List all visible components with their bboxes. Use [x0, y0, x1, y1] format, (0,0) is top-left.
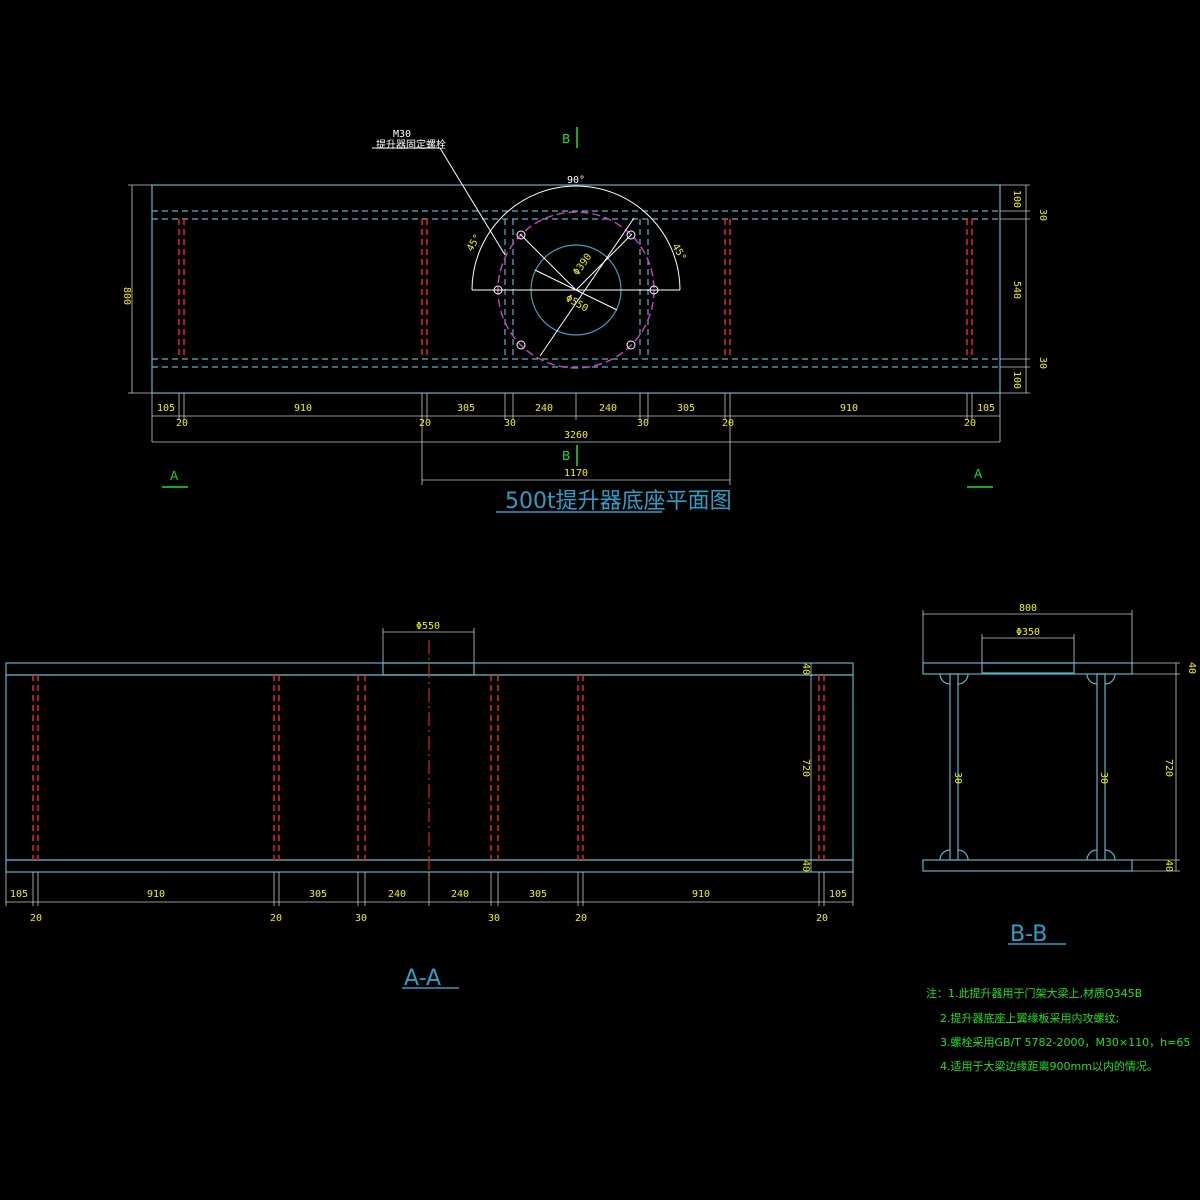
leader-label-2: 提升器固定螺栓 — [376, 138, 446, 151]
plan-small-dim-6: 20 — [964, 418, 976, 429]
aa-bottom-dim-5: 240 — [451, 889, 469, 900]
angle-top-label: 90° — [567, 175, 585, 186]
dia-label-1: Φ390 — [571, 252, 594, 278]
plan-outline — [151, 184, 1001, 394]
aa-right-dim-1: 40 — [800, 663, 811, 675]
plan-view: 90° 45° 45° Φ390 Φ550 M30 提升器固定螺栓 B B A … — [121, 127, 1048, 514]
aa-bottom-dim-6: 305 — [529, 889, 547, 900]
plan-right-dim-1: 100 — [1011, 190, 1022, 208]
notes: 注：1.此提升器用于门架大梁上,材质Q345B 2.提升器底座上翼缘板采用内攻螺… — [926, 986, 1190, 1073]
bolt-holes — [493, 230, 659, 350]
note-line-2: 2.提升器底座上翼缘板采用内攻螺纹; — [940, 1011, 1119, 1025]
bb-title: B-B — [1010, 922, 1047, 947]
plan-bottom-dim-7: 910 — [840, 403, 858, 414]
plan-height-dim: 800 — [121, 287, 132, 305]
dia-label-2: Φ550 — [564, 293, 590, 315]
bb-top-flange — [922, 662, 1133, 675]
aa-bottom-dim-3: 305 — [309, 889, 327, 900]
aa-small-dim-5: 20 — [575, 913, 587, 924]
bb-right-dim-3: 40 — [1163, 860, 1174, 872]
aa-small-dim-4: 30 — [488, 913, 500, 924]
aa-ribs — [32, 675, 825, 860]
angle-right-label: 45° — [669, 242, 688, 263]
bb-web-right — [1096, 673, 1106, 861]
plan-ribs — [178, 219, 973, 359]
bb-web-left-dim: 30 — [952, 772, 963, 784]
section-mark-a-right: A — [974, 467, 983, 481]
plan-title: 500t提升器底座平面图 — [505, 489, 732, 514]
aa-right-dim-2: 720 — [800, 759, 811, 777]
section-mark-a-left: A — [170, 469, 179, 483]
aa-small-dim-6: 20 — [816, 913, 828, 924]
section-mark-b-top: B — [562, 132, 570, 146]
aa-small-dim-3: 30 — [355, 913, 367, 924]
plan-mid-width: 1170 — [564, 468, 588, 479]
section-aa: Φ550 40 720 40 105 910 305 240 — [5, 621, 854, 991]
aa-bottom-dim-2: 910 — [147, 889, 165, 900]
aa-bottom-dim-1: 105 — [10, 889, 28, 900]
plan-small-dim-2: 20 — [419, 418, 431, 429]
plan-bottom-dim-5: 240 — [599, 403, 617, 414]
bb-boss — [981, 662, 1075, 674]
angle-arc — [471, 185, 681, 291]
plan-small-dim-4: 30 — [637, 418, 649, 429]
plan-bottom-dim-6: 305 — [677, 403, 695, 414]
plan-bottom-dim-4: 240 — [535, 403, 553, 414]
leader-label-1: M30 — [393, 129, 411, 140]
bb-bottom-flange — [922, 859, 1133, 872]
aa-bottom-dim-8: 105 — [829, 889, 847, 900]
aa-title: A-A — [404, 966, 441, 991]
plan-bottom-dim-3: 305 — [457, 403, 475, 414]
section-bb: 800 Φ350 30 30 40 720 40 B-B — [922, 603, 1197, 947]
plan-right-dim-3: 540 — [1011, 281, 1022, 299]
note-line-3: 3.螺栓采用GB/T 5782-2000，M30×110，h=65 — [940, 1035, 1190, 1049]
aa-bottom-dim-7: 910 — [692, 889, 710, 900]
aa-small-dim-1: 20 — [30, 913, 42, 924]
bb-top-dim: 800 — [1019, 603, 1037, 614]
plan-bottom-dim-2: 910 — [294, 403, 312, 414]
section-mark-b-bottom: B — [562, 449, 570, 463]
bb-right-dim-2: 720 — [1163, 759, 1174, 777]
aa-small-dim-2: 20 — [270, 913, 282, 924]
bb-web-left — [949, 673, 959, 861]
plan-total-width: 3260 — [564, 430, 588, 441]
plan-right-dim-4: 30 — [1037, 357, 1048, 369]
angle-left-label: 45° — [465, 232, 484, 253]
bb-right-dim-1: 40 — [1186, 662, 1197, 674]
dia-line-1 — [539, 217, 635, 357]
plan-small-dim-1: 20 — [176, 418, 188, 429]
plan-bottom-dim-8: 105 — [977, 403, 995, 414]
plan-right-dim-2: 30 — [1037, 209, 1048, 221]
plan-right-dim-5: 100 — [1011, 371, 1022, 389]
aa-top-dim: Φ550 — [416, 621, 440, 632]
bb-web-right-dim: 30 — [1098, 772, 1109, 784]
bolt-leader — [372, 147, 506, 256]
aa-right-dim-3: 40 — [800, 860, 811, 872]
plan-small-dim-5: 20 — [722, 418, 734, 429]
note-line-1: 注：1.此提升器用于门架大梁上,材质Q345B — [926, 986, 1142, 1000]
aa-bottom-dim-4: 240 — [388, 889, 406, 900]
plan-bottom-dim-1: 105 — [157, 403, 175, 414]
bb-inner-dim: Φ350 — [1016, 627, 1040, 638]
plan-small-dim-3: 30 — [504, 418, 516, 429]
note-line-4: 4.适用于大梁边缘距离900mm以内的情况。 — [940, 1059, 1158, 1073]
dia-line-2 — [534, 269, 618, 311]
